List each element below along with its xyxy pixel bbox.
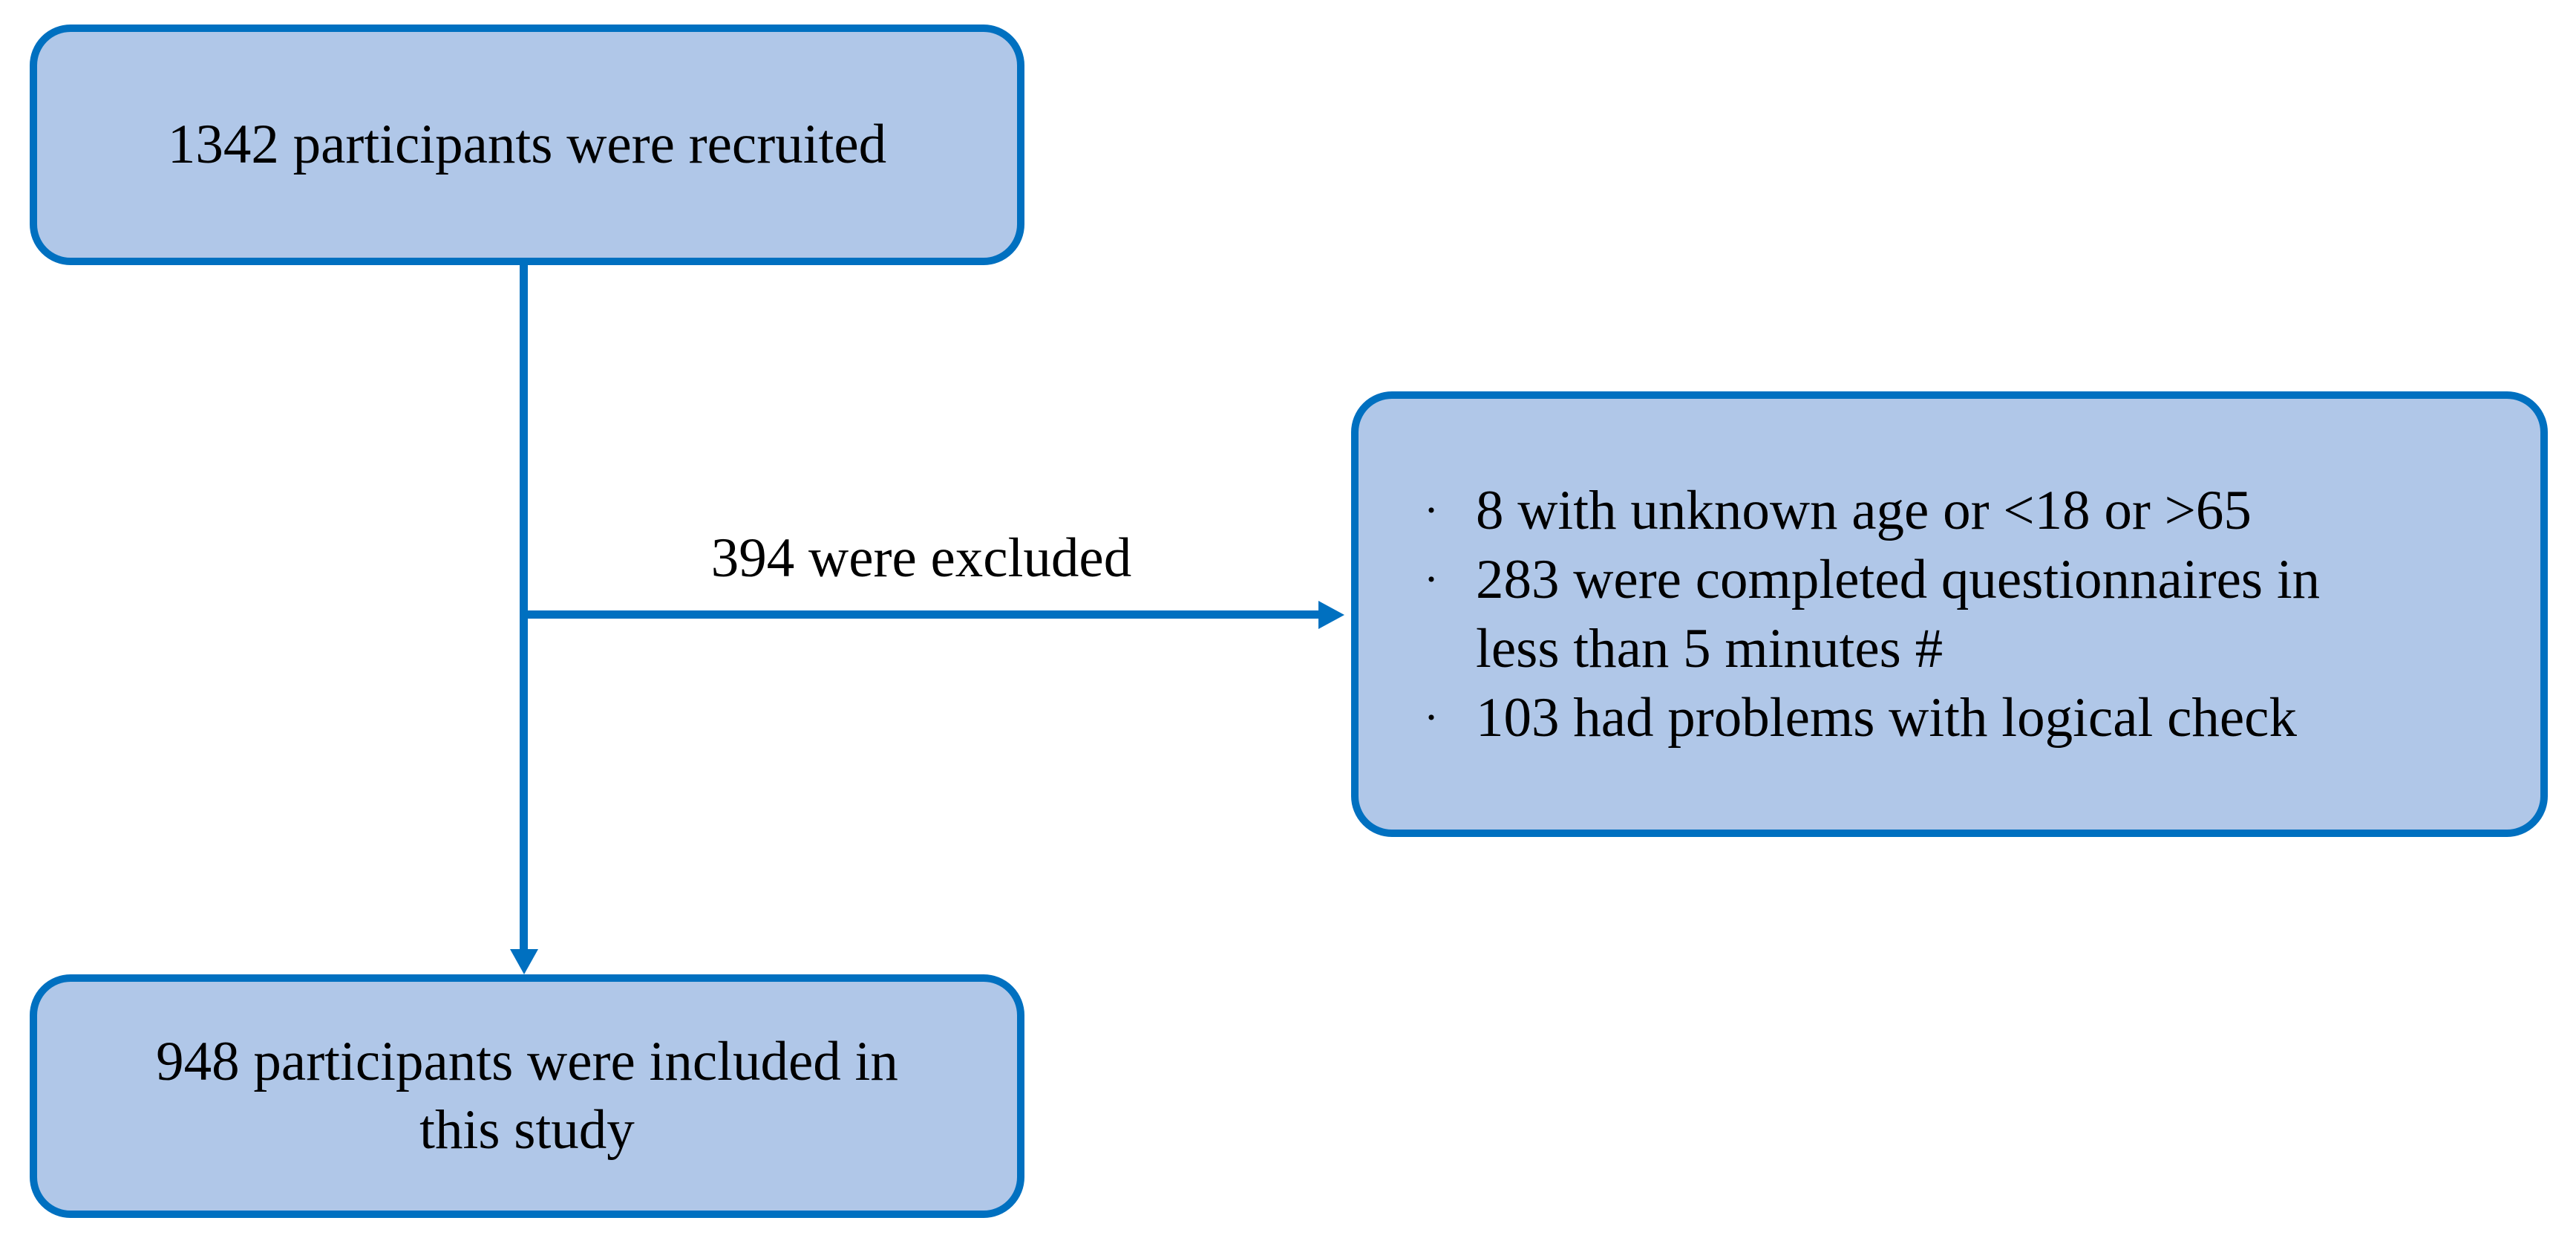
node-recruited: 1342 participants were recruited [30, 25, 1024, 265]
bullet-item-logical-check: · 103 had problems with logical check [1424, 683, 2500, 752]
arrowhead-right-icon [1318, 601, 1344, 629]
bullet-text: 283 were completed questionnaires in les… [1476, 545, 2500, 683]
connector-horizontal-line [523, 610, 1319, 619]
connector-vertical-line [520, 264, 528, 949]
node-included-line-1: 948 participants were included in [156, 1031, 898, 1092]
node-excluded: · 8 with unknown age or <18 or >65 · 283… [1351, 391, 2548, 837]
bullet-dot-icon: · [1424, 693, 1439, 742]
bullet-text: 8 with unknown age or <18 or >65 [1476, 476, 2500, 545]
bullet-line: 8 with unknown age or <18 or >65 [1476, 480, 2252, 541]
arrowhead-down-icon [510, 949, 538, 974]
node-included: 948 participants were included in this s… [30, 974, 1024, 1218]
node-included-line-2: this study [419, 1099, 635, 1161]
bullet-line: less than 5 minutes # [1476, 618, 1944, 680]
edge-label-excluded: 394 were excluded [710, 527, 1132, 589]
bullet-dot-icon: · [1424, 486, 1439, 535]
bullet-item-unknown-age: · 8 with unknown age or <18 or >65 [1424, 476, 2500, 545]
bullet-line: 103 had problems with logical check [1476, 687, 2297, 749]
node-recruited-text: 1342 participants were recruited [167, 114, 887, 175]
bullet-item-fast-completion: · 283 were completed questionnaires in l… [1424, 545, 2500, 683]
bullet-line: 283 were completed questionnaires in [1476, 549, 2321, 610]
bullet-text: 103 had problems with logical check [1476, 683, 2500, 752]
bullet-dot-icon: · [1424, 555, 1439, 604]
